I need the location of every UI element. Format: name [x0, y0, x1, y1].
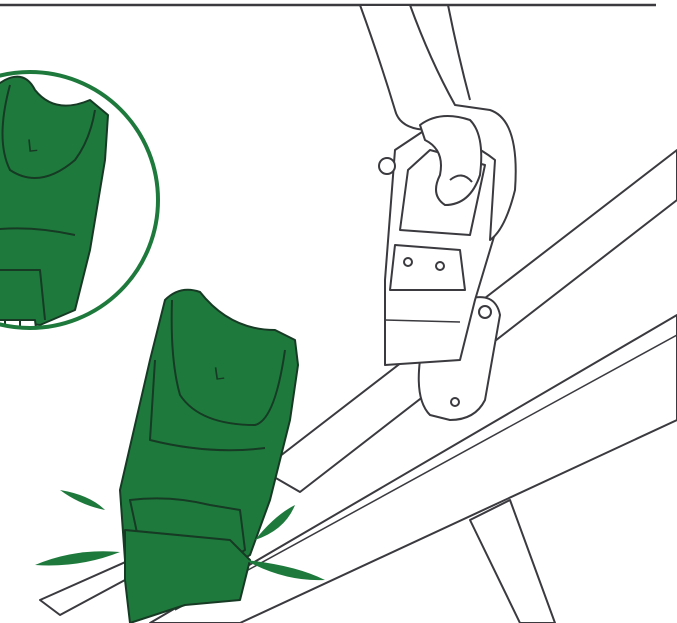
hinge-hole [479, 306, 491, 318]
hand-wrist-line [448, 5, 470, 100]
snap-burst-left [35, 551, 120, 565]
frame-left-tube [40, 560, 130, 615]
zoom-callout-icon: L [0, 72, 158, 345]
latch-plate [390, 245, 465, 290]
latch-knob [379, 158, 395, 174]
callout-adapter-marking: L [26, 135, 38, 156]
snap-burst-top-left [60, 490, 105, 510]
latch-screw-left [404, 258, 412, 266]
hinge-hole-lower [451, 398, 459, 406]
latch-screw-right [436, 262, 444, 270]
frame-leg [470, 500, 555, 623]
